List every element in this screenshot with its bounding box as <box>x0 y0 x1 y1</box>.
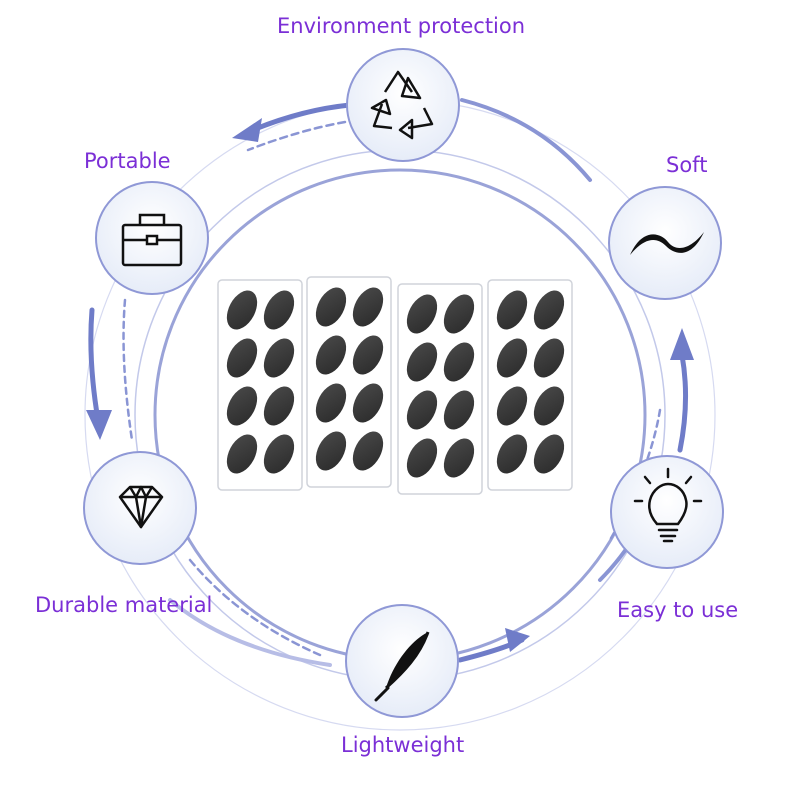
nose-pad <box>352 383 384 423</box>
arrow-head-top-left <box>232 118 262 142</box>
nose-pad <box>263 386 295 426</box>
badge-easy <box>610 455 724 569</box>
nose-pad <box>263 434 295 474</box>
arc-top-right <box>460 98 592 182</box>
nose-pad <box>352 335 384 375</box>
badge-lightweight <box>345 604 459 718</box>
arrow-left-dashed <box>122 298 134 442</box>
nose-pad <box>406 342 438 382</box>
nose-pad <box>263 338 295 378</box>
arrow-head-bottom-right <box>505 628 530 652</box>
nose-pad <box>226 290 258 330</box>
arrow-head-right <box>670 328 694 360</box>
badge-soft <box>608 186 722 300</box>
nose-pad <box>406 438 438 478</box>
label-durable-material: Durable material <box>35 593 213 617</box>
nose-pad <box>533 290 565 330</box>
nose-pad <box>496 290 528 330</box>
briefcase-icon <box>121 213 183 267</box>
nose-pad <box>226 338 258 378</box>
badge-durable <box>83 451 197 565</box>
nose-pad <box>443 438 475 478</box>
badge-environment <box>346 48 460 162</box>
arc-bottom-left <box>168 598 332 667</box>
nose-pad <box>315 335 347 375</box>
nose-pad <box>352 431 384 471</box>
feature-badges <box>83 48 724 718</box>
product-nose-pad-sheets <box>217 276 573 495</box>
recycle-icon <box>370 70 434 140</box>
lightbulb-icon <box>633 467 703 543</box>
arrow-left <box>88 307 101 423</box>
label-environment-protection: Environment protection <box>277 14 526 38</box>
arrow-top-left-dashed <box>246 120 347 152</box>
nose-pad <box>443 390 475 430</box>
nose-pad <box>533 386 565 426</box>
feather-icon <box>374 631 430 702</box>
nose-pad <box>406 294 438 334</box>
arrow-right <box>677 352 689 453</box>
label-soft: Soft <box>666 153 708 177</box>
arrow-head-left <box>86 410 112 440</box>
nose-pad <box>533 434 565 474</box>
nose-pad <box>315 431 347 471</box>
nose-pad <box>443 294 475 334</box>
nose-pad <box>315 383 347 423</box>
nose-pad <box>226 434 258 474</box>
nose-pad <box>443 342 475 382</box>
nose-pad <box>315 287 347 327</box>
nose-pad <box>533 338 565 378</box>
nose-pad <box>496 338 528 378</box>
label-portable: Portable <box>84 149 171 173</box>
nose-pad <box>496 434 528 474</box>
nose-pad <box>352 287 384 327</box>
nose-pad <box>263 290 295 330</box>
label-lightweight: Lightweight <box>341 733 465 757</box>
badge-portable <box>95 181 209 295</box>
nose-pad <box>496 386 528 426</box>
tilde-wave-icon <box>630 232 704 255</box>
nose-pad <box>226 386 258 426</box>
diamond-icon <box>118 485 164 529</box>
nose-pad <box>406 390 438 430</box>
arrow-top-left <box>245 102 353 135</box>
label-easy-to-use: Easy to use <box>617 598 739 622</box>
arrow-bottom-left-dashed <box>188 558 322 657</box>
